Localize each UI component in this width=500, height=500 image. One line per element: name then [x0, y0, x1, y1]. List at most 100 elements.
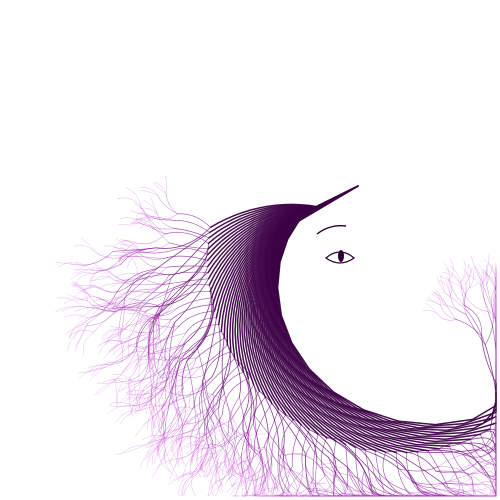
strand: [324, 475, 335, 497]
strand: [472, 485, 493, 491]
strand: [151, 417, 158, 443]
strand: [216, 471, 222, 494]
strand: [110, 325, 128, 336]
strand: [89, 296, 119, 309]
strand: [172, 435, 199, 444]
strand: [160, 372, 180, 376]
strand: [463, 305, 483, 337]
strand: [456, 477, 464, 497]
strand: [140, 277, 172, 304]
strand: [364, 470, 377, 497]
strand: [68, 319, 89, 339]
strand: [176, 254, 209, 298]
strand: [372, 464, 406, 491]
strand: [148, 437, 169, 444]
strand: [486, 265, 493, 286]
strand: [406, 452, 423, 492]
strand: [289, 479, 314, 497]
strand: [433, 291, 445, 303]
strand: [146, 412, 168, 446]
strand: [221, 337, 225, 394]
strand: [137, 307, 150, 322]
strand: [432, 290, 441, 306]
strand: [177, 413, 202, 430]
strand: [308, 481, 327, 485]
strand: [449, 480, 474, 491]
strand: [259, 479, 265, 497]
strand: [199, 456, 217, 472]
strand: [134, 394, 145, 410]
strand: [202, 380, 220, 421]
strand: [151, 385, 173, 394]
strand: [345, 444, 380, 481]
strand: [58, 262, 82, 268]
strand: [127, 393, 145, 395]
strand: [128, 396, 142, 417]
strand: [174, 228, 210, 239]
strand: [478, 264, 484, 286]
strand: [187, 447, 207, 457]
strand: [157, 194, 178, 215]
strand: [417, 449, 474, 453]
strand: [78, 367, 106, 379]
strand: [247, 432, 252, 459]
strand: [94, 264, 111, 273]
strand: [225, 472, 244, 485]
strand: [445, 280, 451, 296]
strand: [278, 454, 310, 492]
strand: [113, 240, 136, 247]
strand: [443, 304, 467, 315]
strand: [495, 429, 497, 449]
strand: [229, 420, 236, 452]
strand: [140, 187, 158, 196]
strand: [170, 237, 210, 279]
strand: [73, 319, 89, 341]
strand: [114, 273, 138, 278]
strand: [110, 402, 135, 406]
strand: [309, 475, 326, 495]
strand: [440, 304, 457, 320]
strand: [135, 303, 152, 307]
strand: [199, 344, 228, 368]
strand: [124, 268, 158, 300]
strand: [115, 302, 160, 313]
strand: [161, 400, 179, 416]
strand: [146, 354, 155, 373]
strand: [77, 367, 106, 374]
strand: [473, 266, 482, 286]
strand: [171, 435, 179, 462]
strand: [492, 470, 497, 496]
strand: [158, 326, 179, 344]
strand: [138, 356, 142, 381]
strand: [135, 311, 172, 321]
strand: [174, 382, 182, 398]
strand: [184, 475, 196, 496]
strand: [449, 442, 497, 454]
strand: [455, 477, 460, 497]
strand: [361, 470, 375, 497]
strand: [178, 406, 195, 438]
strand: [105, 255, 128, 258]
strand: [90, 270, 99, 288]
strand: [137, 358, 157, 367]
strand: [284, 468, 298, 491]
strand: [120, 239, 141, 253]
strand: [487, 311, 497, 354]
strand: [166, 265, 209, 268]
strand: [229, 384, 255, 422]
strand: [118, 222, 140, 225]
strand: [174, 332, 187, 355]
strand: [346, 466, 369, 497]
strand: [231, 444, 248, 466]
strand: [151, 449, 166, 478]
strand: [177, 213, 211, 228]
strand: [448, 258, 454, 282]
strand: [247, 479, 256, 497]
strand: [335, 475, 345, 497]
strand: [449, 472, 475, 482]
strand: [465, 314, 486, 346]
strand: [434, 488, 464, 497]
strand: [158, 322, 176, 361]
strand: [56, 262, 82, 266]
strand: [228, 458, 245, 478]
